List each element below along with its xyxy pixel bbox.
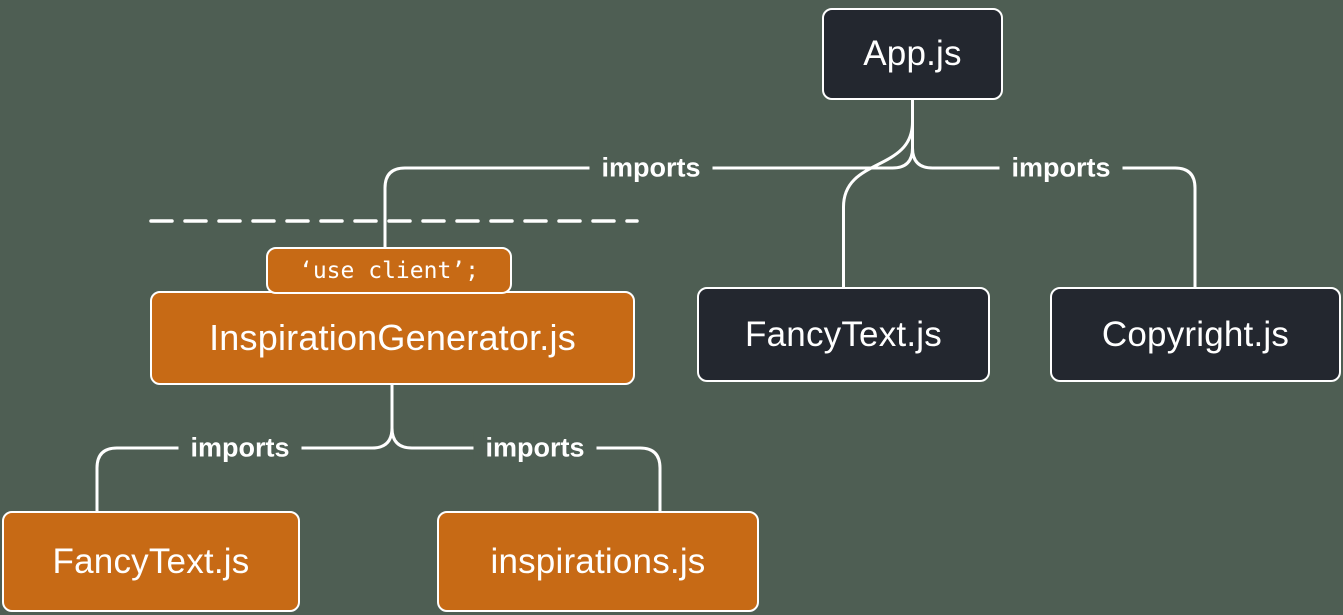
node-app-js: App.js: [822, 8, 1003, 100]
use-client-directive-badge: ‘use client’;: [266, 247, 512, 294]
edge-app-to-fancytext: [842, 98, 914, 289]
edge-app-to-copyright: [911, 98, 1197, 289]
badge-label: ‘use client’;: [298, 257, 479, 284]
node-label: Copyright.js: [1101, 314, 1290, 354]
node-fancytext-js-server: FancyText.js: [697, 287, 990, 382]
imports-label-app-left: imports: [589, 150, 713, 186]
node-label: FancyText.js: [52, 541, 250, 581]
node-label: inspirations.js: [490, 541, 706, 581]
node-inspiration-generator-js: InspirationGenerator.js: [150, 291, 635, 385]
node-label: App.js: [863, 34, 962, 73]
node-copyright-js: Copyright.js: [1050, 287, 1341, 382]
imports-label-generator-left: imports: [178, 430, 302, 466]
node-fancytext-js-client: FancyText.js: [2, 511, 300, 612]
imports-label-generator-right: imports: [473, 430, 597, 466]
node-inspirations-js: inspirations.js: [437, 511, 759, 612]
node-label: InspirationGenerator.js: [209, 317, 576, 358]
imports-label-app-right: imports: [999, 150, 1123, 186]
node-label: FancyText.js: [745, 314, 942, 354]
